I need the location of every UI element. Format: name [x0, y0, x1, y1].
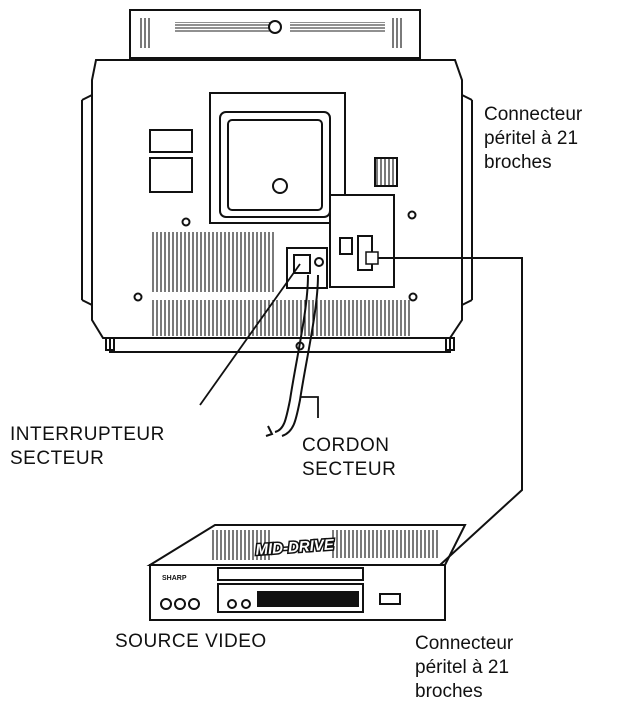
- power-cord-label-line2: SECTEUR: [302, 459, 397, 480]
- power-cord-label: CORDON SECTEUR: [302, 434, 396, 482]
- tv-scart-label-line2: péritel à 21: [484, 128, 579, 149]
- vcr-scart-label: Connecteur péritel à 21 broches: [415, 632, 513, 704]
- tv-scart-label-line1: Connecteur: [484, 104, 583, 125]
- scart-cable: [372, 257, 523, 566]
- power-cord: [265, 274, 319, 437]
- power-switch-label-line2: SECTEUR: [10, 448, 105, 469]
- power-cord-leader: [300, 396, 319, 418]
- power-cord-label-line1: CORDON: [302, 435, 390, 456]
- video-source-label-text: SOURCE VIDEO: [115, 631, 267, 652]
- video-source-label: SOURCE VIDEO: [115, 630, 267, 654]
- tv-scart-label-line3: broches: [484, 152, 552, 173]
- power-switch-leader: [199, 263, 301, 406]
- vcr-device: [146, 524, 467, 621]
- tv-scart-port: [365, 251, 379, 265]
- vcr-brand: SHARP: [162, 575, 187, 582]
- power-switch-label: INTERRUPTEUR SECTEUR: [10, 423, 165, 471]
- power-switch-label-line1: INTERRUPTEUR: [10, 424, 165, 445]
- tv-rear: [81, 9, 473, 353]
- vcr-scart-label-line2: péritel à 21: [415, 657, 510, 678]
- tv-scart-label: Connecteur péritel à 21 broches: [484, 103, 582, 175]
- vcr-scart-label-line1: Connecteur: [415, 633, 514, 654]
- vcr-scart-label-line3: broches: [415, 681, 483, 702]
